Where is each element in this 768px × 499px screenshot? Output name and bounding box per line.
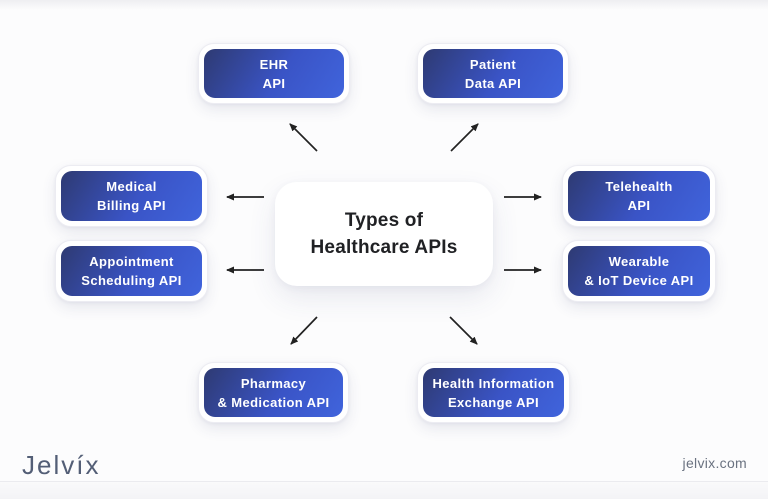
- node-telehealth-api-label: Telehealth API: [568, 171, 710, 221]
- node-telehealth-api: Telehealth API: [562, 165, 716, 227]
- node-patient-data-api: Patient Data API: [417, 43, 569, 104]
- node-appointment-scheduling-api-label: Appointment Scheduling API: [61, 246, 202, 296]
- footer-strip: [0, 482, 768, 499]
- jelvix-logo: Jelvíx: [22, 450, 101, 480]
- node-health-information-exchange-api: Health Information Exchange API: [417, 362, 570, 423]
- node-medical-billing-api-label: Medical Billing API: [61, 171, 202, 221]
- node-appointment-scheduling-api: Appointment Scheduling API: [55, 240, 208, 302]
- arrow-center-to-ehr-icon: [289, 123, 318, 152]
- node-patient-data-api-label: Patient Data API: [423, 49, 563, 98]
- website-url: jelvix.com: [682, 455, 747, 471]
- node-wearable-iot-device-api-label: Wearable & IoT Device API: [568, 246, 710, 296]
- central-title-box: Types of Healthcare APIs: [275, 182, 493, 286]
- node-ehr-api-label: EHR API: [204, 49, 344, 98]
- arrow-center-to-healthex-icon: [449, 316, 478, 345]
- arrow-center-to-patient-icon: [450, 123, 479, 152]
- node-pharmacy-medication-api: Pharmacy & Medication API: [198, 362, 349, 423]
- node-ehr-api: EHR API: [198, 43, 350, 104]
- node-health-information-exchange-api-label: Health Information Exchange API: [423, 368, 564, 417]
- arrow-center-to-pharmacy-icon: [290, 316, 318, 345]
- central-title-line2: Healthcare APIs: [310, 237, 458, 258]
- central-title-line1: Types of: [344, 210, 424, 231]
- node-wearable-iot-device-api: Wearable & IoT Device API: [562, 240, 716, 302]
- node-pharmacy-medication-api-label: Pharmacy & Medication API: [204, 368, 343, 417]
- footer-divider: [0, 481, 768, 482]
- node-medical-billing-api: Medical Billing API: [55, 165, 208, 227]
